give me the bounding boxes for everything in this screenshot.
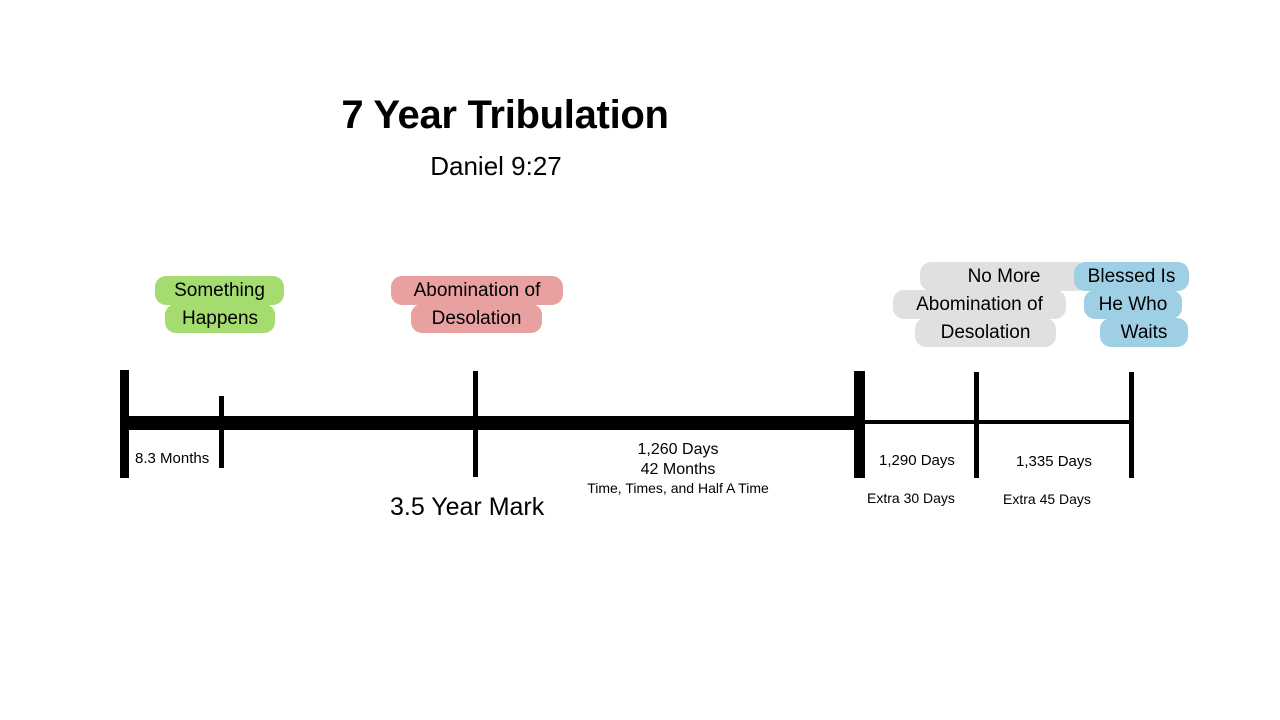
tick-3-5-year-mark — [473, 371, 478, 477]
tick-1260-days — [854, 371, 865, 478]
timeline-bar-thick — [120, 416, 862, 430]
label-extra-30-days: Extra 30 Days — [867, 490, 955, 506]
label-1290-days: 1,290 Days — [879, 452, 955, 469]
label-1335-days: 1,335 Days — [1016, 453, 1092, 470]
callout-line: Blessed Is — [1074, 262, 1189, 291]
tick-1335-days — [1129, 372, 1134, 478]
timeline-bar-thin — [860, 420, 1133, 424]
callout-something-happens: Something Happens — [155, 276, 284, 333]
tick-8-3-months — [219, 396, 224, 468]
callout-line: Desolation — [915, 318, 1056, 347]
callout-abomination-of-desolation: Abomination of Desolation — [391, 276, 563, 333]
page-title: 7 Year Tribulation — [341, 93, 669, 137]
callout-line: Desolation — [411, 304, 542, 333]
callout-blessed-is-he-who-waits: Blessed Is He Who Waits — [1074, 262, 1189, 347]
callout-line: Abomination of — [893, 290, 1066, 319]
label-1260-days-group: 1,260 Days 42 Months Time, Times, and Ha… — [578, 440, 778, 498]
label-time-times-half-a-time: Time, Times, and Half A Time — [587, 480, 769, 496]
tick-1290-days — [974, 372, 979, 478]
callout-line: Something — [155, 276, 284, 305]
page-subtitle: Daniel 9:27 — [430, 151, 562, 181]
callout-no-more-abomination-of-desolation: No More Abomination of Desolation — [893, 262, 1088, 347]
callout-line: Waits — [1100, 318, 1188, 347]
tick-timeline-start — [120, 370, 129, 478]
label-8-3-months: 8.3 Months — [135, 450, 210, 467]
callout-line: Abomination of — [391, 276, 563, 305]
label-3-5-year-mark: 3.5 Year Mark — [390, 493, 545, 521]
callout-line: He Who — [1084, 290, 1182, 319]
label-42-months: 42 Months — [640, 461, 716, 478]
label-extra-45-days: Extra 45 Days — [1003, 491, 1091, 507]
callout-line: No More — [920, 262, 1088, 291]
label-1260-days: 1,260 Days — [637, 441, 719, 458]
callout-line: Happens — [165, 304, 275, 333]
